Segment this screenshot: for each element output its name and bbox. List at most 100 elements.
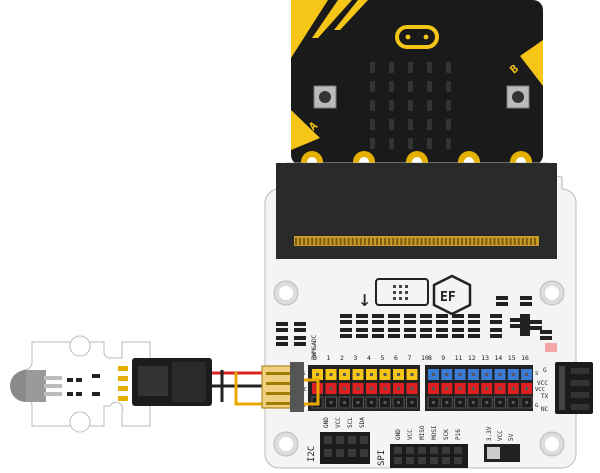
uart-label-nc: NC xyxy=(541,406,549,413)
i2c-pin-sda: SDA xyxy=(359,417,366,428)
button-b[interactable] xyxy=(506,85,530,109)
switch-label-5v: 5V xyxy=(508,433,515,441)
smd-part xyxy=(294,336,306,340)
smd-part xyxy=(420,314,432,318)
smd-part xyxy=(420,320,432,324)
led xyxy=(446,119,451,130)
smd-part xyxy=(540,330,552,334)
led xyxy=(427,119,432,130)
smd-part xyxy=(372,334,384,338)
power-switch[interactable] xyxy=(484,444,520,462)
led xyxy=(446,81,451,92)
smd-part xyxy=(436,320,448,324)
pin-number-16: 16 xyxy=(521,354,529,362)
row-label-g-right: G xyxy=(535,403,538,409)
smd-part xyxy=(530,320,542,324)
spi-header[interactable] xyxy=(390,444,468,468)
microbit-outline-icon xyxy=(375,278,429,306)
pin-number-7: 7 xyxy=(408,354,412,362)
smd-part xyxy=(294,322,306,326)
smd-part xyxy=(520,302,532,306)
led xyxy=(427,100,432,111)
led xyxy=(389,62,394,73)
spi-pin-vcc: VCC xyxy=(407,429,414,440)
smd-part xyxy=(294,328,306,332)
led xyxy=(408,119,413,130)
led xyxy=(427,138,432,149)
spi-pin-miso: MISO xyxy=(419,425,426,440)
pin-number-4: 4 xyxy=(367,354,371,362)
smd-part xyxy=(294,342,306,346)
pin-number-15: 15 xyxy=(508,354,516,362)
led-matrix xyxy=(370,62,451,149)
smd-part xyxy=(404,328,416,332)
sensor-module xyxy=(10,335,212,433)
pin-number-8: 8 xyxy=(428,354,432,362)
led xyxy=(370,100,375,111)
led xyxy=(446,138,451,149)
i2c-header[interactable] xyxy=(320,432,370,464)
smd-part xyxy=(340,314,352,318)
led xyxy=(446,100,451,111)
smd-part xyxy=(276,342,288,346)
pin-number-6: 6 xyxy=(394,354,398,362)
i2c-label: I2C xyxy=(307,446,317,462)
smd-part xyxy=(356,328,368,332)
led xyxy=(370,138,375,149)
smd-part xyxy=(356,314,368,318)
smd-part xyxy=(356,320,368,324)
led xyxy=(370,81,375,92)
smd-part xyxy=(436,314,448,318)
pin-number-10: 10 xyxy=(421,354,429,362)
smd-part xyxy=(404,334,416,338)
pin-number-5: 5 xyxy=(381,354,385,362)
led xyxy=(389,119,394,130)
smd-part xyxy=(452,334,464,338)
switch-label-3v3: 3.3V xyxy=(486,426,493,441)
led xyxy=(389,138,394,149)
smd-part xyxy=(496,296,508,300)
ir-receiver-housing xyxy=(26,370,46,402)
smd-part xyxy=(468,328,480,332)
smd-part xyxy=(436,328,448,332)
smd-part xyxy=(388,334,400,338)
smd-part xyxy=(510,318,522,322)
slot-contacts xyxy=(295,238,536,245)
row-label-vcc-right: VCC xyxy=(535,387,545,393)
led xyxy=(408,81,413,92)
microbit-logo-icon xyxy=(395,25,439,49)
led xyxy=(446,62,451,73)
spi-label: SPI xyxy=(377,450,387,466)
header-plug xyxy=(261,362,304,412)
smd-part xyxy=(404,320,416,324)
uart-label-vcc: VCC xyxy=(537,380,548,387)
smd-part xyxy=(372,320,384,324)
smd-part xyxy=(510,324,522,328)
smd-part xyxy=(530,326,542,330)
smd-part xyxy=(468,334,480,338)
smd-part xyxy=(340,334,352,338)
status-led xyxy=(545,343,557,352)
smd-part xyxy=(404,314,416,318)
smd-part xyxy=(520,314,530,336)
smd-part xyxy=(468,314,480,318)
smd-part xyxy=(420,334,432,338)
uart-label-tx: TX xyxy=(541,393,549,400)
insert-arrow-icon: ↓ xyxy=(358,287,371,312)
pin-number-9: 9 xyxy=(441,354,445,362)
i2c-pin-gnd: GND xyxy=(323,417,330,428)
smd-part xyxy=(490,334,502,338)
spi-pin-sck: SCK xyxy=(443,429,450,440)
smd-part xyxy=(540,336,552,340)
smd-components xyxy=(276,296,552,346)
button-a[interactable] xyxy=(313,85,337,109)
pwm-adc-label: PWM&ADC xyxy=(311,334,318,360)
uart-connector[interactable] xyxy=(555,362,593,414)
led xyxy=(427,62,432,73)
smd-part xyxy=(276,322,288,326)
